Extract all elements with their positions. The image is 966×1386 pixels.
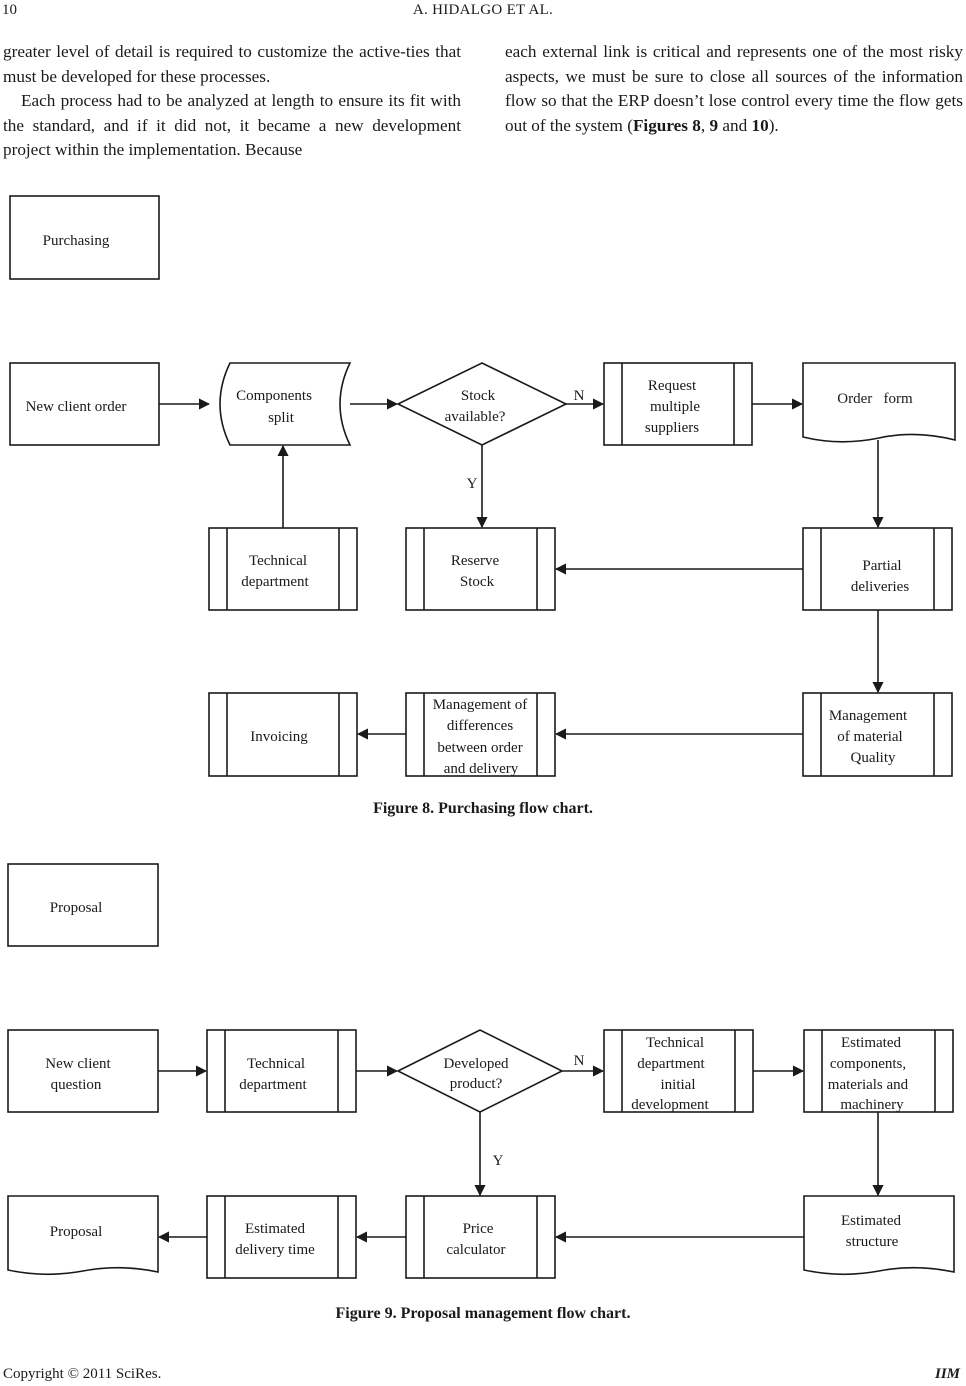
price-calculator-label: Price xyxy=(463,1221,494,1237)
paragraph: Each process had to be analyzed at lengt… xyxy=(3,91,461,159)
mgmt-differences-label: between order xyxy=(437,740,522,756)
estimated-delivery-label: Estimated xyxy=(245,1221,305,1237)
yes-label: Y xyxy=(493,1153,504,1169)
paragraph-text: each external link is critical and repre… xyxy=(505,42,963,135)
components-label: Components xyxy=(236,388,312,404)
yes-label: Y xyxy=(467,476,478,492)
technical-dept-label: department xyxy=(241,574,309,590)
page-header: 10 A. HIDALGO ET AL. xyxy=(0,0,966,24)
price-calculator-box xyxy=(405,1195,556,1279)
reserve-stock-label: Reserve xyxy=(451,553,500,569)
page-number: 10 xyxy=(2,2,17,18)
estimated-delivery-box xyxy=(206,1195,357,1279)
mgmt-quality-label: Management xyxy=(829,708,908,724)
proposal-title: Proposal xyxy=(50,900,103,916)
separator: , xyxy=(700,115,710,135)
mgmt-differences-label: Management of xyxy=(433,697,528,713)
new-client-question-label: New client xyxy=(45,1056,111,1072)
developed-product-label: product? xyxy=(450,1076,503,1092)
mgmt-differences-label: differences xyxy=(447,718,514,734)
reserve-stock-label: Stock xyxy=(460,574,495,590)
paragraph: greater level of detail is required to c… xyxy=(3,42,461,86)
estimated-structure-document xyxy=(803,1195,955,1276)
copyright: Copyright © 2011 SciRes. xyxy=(3,1366,162,1382)
estimated-delivery-label: delivery time xyxy=(235,1242,315,1258)
tech-initial-dev-label: Technical xyxy=(646,1035,704,1051)
figure-8-caption: Figure 8. Purchasing flow chart. xyxy=(373,800,593,817)
mgmt-quality-label: of material xyxy=(837,729,902,745)
stock-label: Stock xyxy=(461,388,496,404)
new-client-question-label: question xyxy=(51,1077,102,1093)
estimated-components-label: Estimated xyxy=(841,1035,901,1051)
figure-ref[interactable]: 10 xyxy=(751,115,769,135)
mgmt-quality-label: Quality xyxy=(851,750,896,766)
reserve-stock-box xyxy=(405,527,556,611)
separator: ). xyxy=(768,115,779,135)
journal-abbrev: IIM xyxy=(934,1366,960,1382)
technical-dept-label: Technical xyxy=(247,1056,305,1072)
mgmt-differences-label: and delivery xyxy=(444,761,519,777)
request-label: Request xyxy=(648,378,697,394)
tech-initial-dev-label: department xyxy=(637,1056,705,1072)
estimated-components-label: components, xyxy=(830,1056,906,1072)
proposal-document xyxy=(7,1195,159,1276)
estimated-structure-label: Estimated xyxy=(841,1213,901,1229)
partial-deliveries-label: deliveries xyxy=(851,579,909,595)
estimated-structure-label: structure xyxy=(846,1234,899,1250)
purchasing-flow-chart: Purchasing New client order Components s… xyxy=(9,195,956,777)
proposal-label: Proposal xyxy=(50,1224,103,1240)
invoicing-label: Invoicing xyxy=(250,729,308,745)
technical-dept-label: department xyxy=(239,1077,307,1093)
stock-label: available? xyxy=(445,409,506,425)
order-form-label: Order form xyxy=(837,391,913,407)
technical-dept-label: Technical xyxy=(249,553,307,569)
left-column: greater level of detail is required to c… xyxy=(3,40,461,163)
purchasing-title-box xyxy=(9,195,160,280)
request-label: multiple xyxy=(650,399,700,415)
purchasing-title: Purchasing xyxy=(43,233,110,249)
figure-ref[interactable]: 9 xyxy=(709,115,719,135)
new-client-order-label: New client order xyxy=(26,399,127,415)
components-split-shape xyxy=(219,362,352,446)
order-form-document xyxy=(802,362,956,443)
estimated-components-label: machinery xyxy=(840,1097,904,1113)
tech-initial-dev-label: development xyxy=(631,1097,709,1113)
partial-deliveries-label: Partial xyxy=(862,558,901,574)
tech-initial-dev-label: initial xyxy=(661,1077,696,1093)
running-authors: A. HIDALGO ET AL. xyxy=(412,2,554,18)
no-label: N xyxy=(574,1053,585,1069)
developed-product-label: Developed xyxy=(444,1056,509,1072)
right-column: each external link is critical and repre… xyxy=(505,40,963,138)
stock-decision xyxy=(396,362,568,446)
proposal-flow-chart: Proposal New client question Technical d… xyxy=(7,863,955,1279)
request-label: suppliers xyxy=(645,420,699,436)
estimated-components-label: materials and xyxy=(828,1077,909,1093)
components-label: split xyxy=(268,410,295,426)
price-calculator-label: calculator xyxy=(446,1242,505,1258)
figure-9-caption: Figure 9. Proposal management flow chart… xyxy=(335,1305,631,1322)
no-label: N xyxy=(574,388,585,404)
paragraph: each external link is critical and repre… xyxy=(505,40,963,138)
figure-ref[interactable]: Figures 8 xyxy=(632,115,701,135)
separator: and xyxy=(718,115,752,135)
proposal-title-box xyxy=(7,863,159,947)
technical-dept-box xyxy=(208,527,358,611)
